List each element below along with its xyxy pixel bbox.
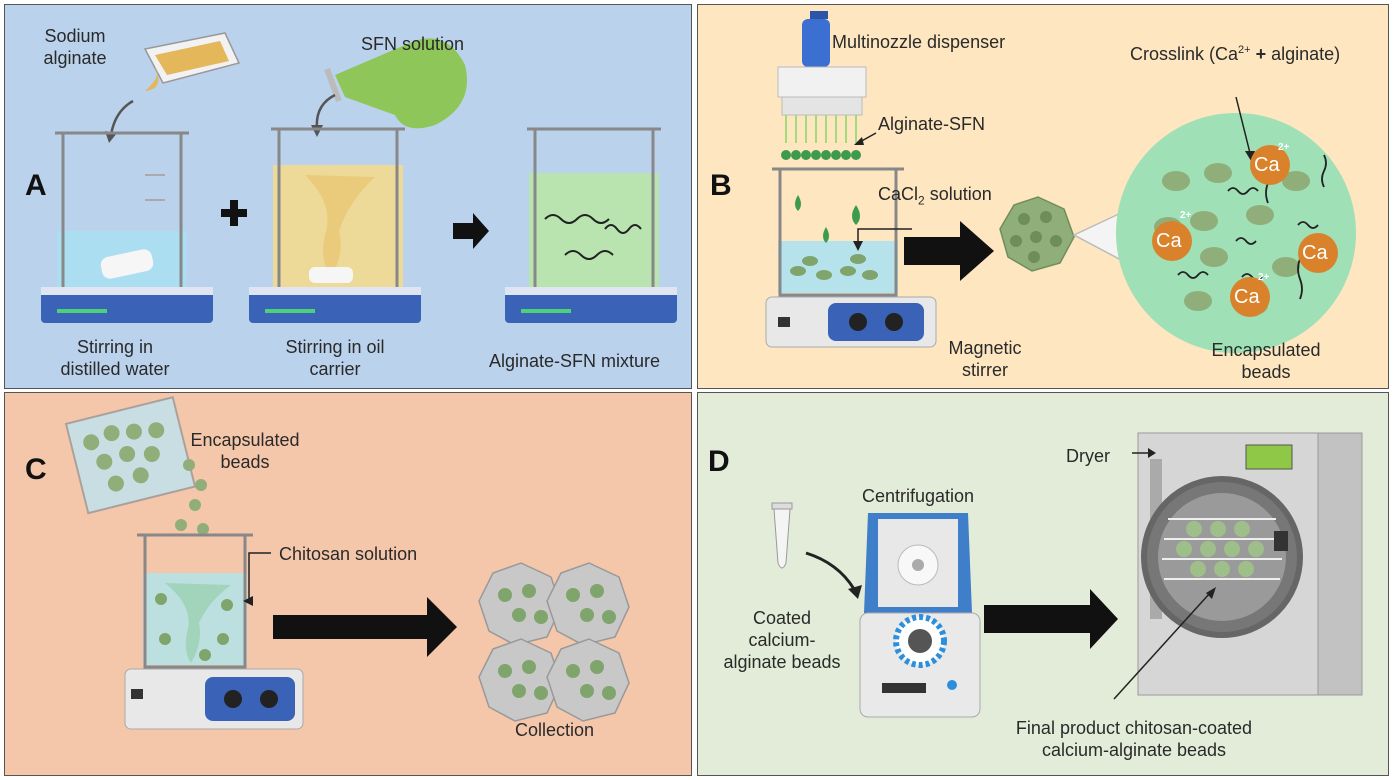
- ca-ion-charge-1: 2+: [1278, 142, 1290, 153]
- crosslink-suffix: alginate): [1271, 44, 1341, 64]
- ca-ion-label-1: Ca: [1254, 154, 1280, 176]
- ca-ion-charge-4: 2+: [1258, 272, 1270, 283]
- panel-a-illustration: [41, 32, 677, 323]
- encapsulated-beads-c-line-1: Encapsulated: [190, 430, 300, 450]
- flask-arrow: [315, 93, 336, 130]
- collection-label: Collection: [515, 720, 595, 740]
- beaker-distilled-water-icon: [41, 131, 213, 323]
- encapsulated-beads-c-line-2: beads: [220, 452, 270, 472]
- crosslink-superscript: 2+: [1238, 44, 1251, 56]
- panel-c-illustration: [64, 396, 630, 730]
- centrifugation-label: Centrifugation: [862, 486, 975, 506]
- falling-beads: [175, 459, 209, 535]
- plus-icon: [221, 200, 247, 226]
- panel-b-illustration: [765, 11, 1356, 353]
- centrifuge-icon: [859, 513, 981, 718]
- sodium-alginate-label: Sodium alginate: [25, 25, 125, 69]
- arrow-a-icon: [453, 213, 489, 249]
- sfn-solution-label: SFN solution: [361, 34, 465, 54]
- alginate-sfn-label: Alginate-SFN: [878, 114, 986, 134]
- encapsulated-beads-b-line-2: beads: [1241, 362, 1291, 382]
- dryer-icon: [1137, 432, 1363, 696]
- beaker-2-caption-line-1: Stirring in oil: [285, 337, 385, 357]
- final-product-label: Final product chitosan-coated calcium-al…: [984, 717, 1284, 761]
- final-product-line-2: calcium-alginate beads: [1041, 740, 1227, 760]
- panel-b-letter: B: [710, 169, 732, 202]
- magnetic-stirrer-line-2: stirrer: [962, 360, 1008, 380]
- ca-ion-label-4: Ca: [1234, 286, 1260, 308]
- panel-d-illustration: [771, 432, 1363, 718]
- magnetic-stirrer-line-1: Magnetic: [948, 338, 1022, 358]
- tray-arrow: [109, 99, 134, 136]
- encapsulated-beads-c-label: Encapsulated beads: [185, 429, 305, 473]
- multinozzle-dispenser-icon: [777, 11, 867, 160]
- zoom-circle-icon: [1116, 113, 1356, 353]
- panel-c: C Encapsulated beads Chitosan solution C…: [4, 392, 692, 776]
- ca-ion-charge-2: 2+: [1180, 210, 1192, 221]
- beaker-2-caption-line-2: carrier: [309, 359, 361, 379]
- pouring-beaker-icon: [64, 396, 197, 515]
- beaker-2-caption: Stirring in oil carrier: [255, 336, 415, 380]
- magnetic-stirrer-label: Magnetic stirrer: [930, 337, 1040, 381]
- coated-beads-line-1: Coated: [752, 608, 812, 628]
- dispenser-label: Multinozzle dispenser: [832, 32, 1006, 52]
- calcium-ions: [1152, 145, 1338, 317]
- dryer-label: Dryer: [1066, 446, 1110, 466]
- sodium-alginate-line-2: alginate: [43, 48, 107, 68]
- panel-c-letter: C: [25, 453, 47, 486]
- coated-beads-line-3: alginate beads: [723, 652, 841, 672]
- bead-icon: [999, 196, 1075, 272]
- arrow-c-icon: [273, 597, 457, 657]
- coated-beads-label: Coated calcium- alginate beads: [712, 607, 852, 673]
- alginate-tray-icon: [143, 32, 241, 91]
- panel-a: A Sodium alginate SFN solution Stirring …: [4, 4, 692, 389]
- cacl2-beaker-icon: [765, 167, 937, 348]
- cacl2-rest: solution: [924, 184, 992, 204]
- collected-beads-icon: [478, 562, 630, 722]
- panel-d-letter: D: [708, 445, 730, 478]
- chitosan-solution-label: Chitosan solution: [279, 544, 418, 564]
- beaker-mixture-icon: [505, 127, 677, 323]
- sodium-alginate-line-1: Sodium: [44, 26, 106, 46]
- crosslink-prefix: Crosslink (Ca: [1130, 44, 1239, 64]
- sfn-flask-icon: [324, 38, 467, 129]
- cacl2-subscript: 2: [918, 193, 925, 208]
- encapsulated-beads-b-line-1: Encapsulated: [1211, 340, 1321, 360]
- cacl2-text: CaCl: [878, 184, 919, 204]
- beaker-1-caption: Stirring in distilled water: [35, 336, 195, 380]
- crosslink-label: Crosslink (Ca2+ + alginate): [1130, 39, 1340, 65]
- cacl2-label: CaCl2 solution: [878, 183, 992, 212]
- coated-beads-line-2: calcium-: [748, 630, 816, 650]
- panel-b: B Multinozzle dispenser Alginate-SFN CaC…: [697, 4, 1389, 389]
- ca-ion-label-3: Ca: [1302, 242, 1328, 264]
- ca-ion-label-2: Ca: [1156, 230, 1182, 252]
- encapsulated-beads-b-label: Encapsulated beads: [1196, 339, 1336, 383]
- final-product-line-1: Final product chitosan-coated: [1015, 718, 1253, 738]
- arrow-d-icon: [984, 589, 1118, 649]
- beaker-oil-carrier-icon: [249, 127, 421, 323]
- beaker-1-caption-line-2: distilled water: [60, 359, 170, 379]
- panel-d: D Dryer Centrifugation Coated calcium- a…: [697, 392, 1389, 776]
- beaker-3-caption: Alginate-SFN mixture: [489, 351, 661, 371]
- crosslink-plus: +: [1250, 44, 1272, 64]
- panel-a-letter: A: [25, 169, 47, 202]
- arrow-b-icon: [904, 221, 994, 281]
- tube-icon: [771, 502, 793, 569]
- beaker-1-caption-line-1: Stirring in: [76, 337, 154, 357]
